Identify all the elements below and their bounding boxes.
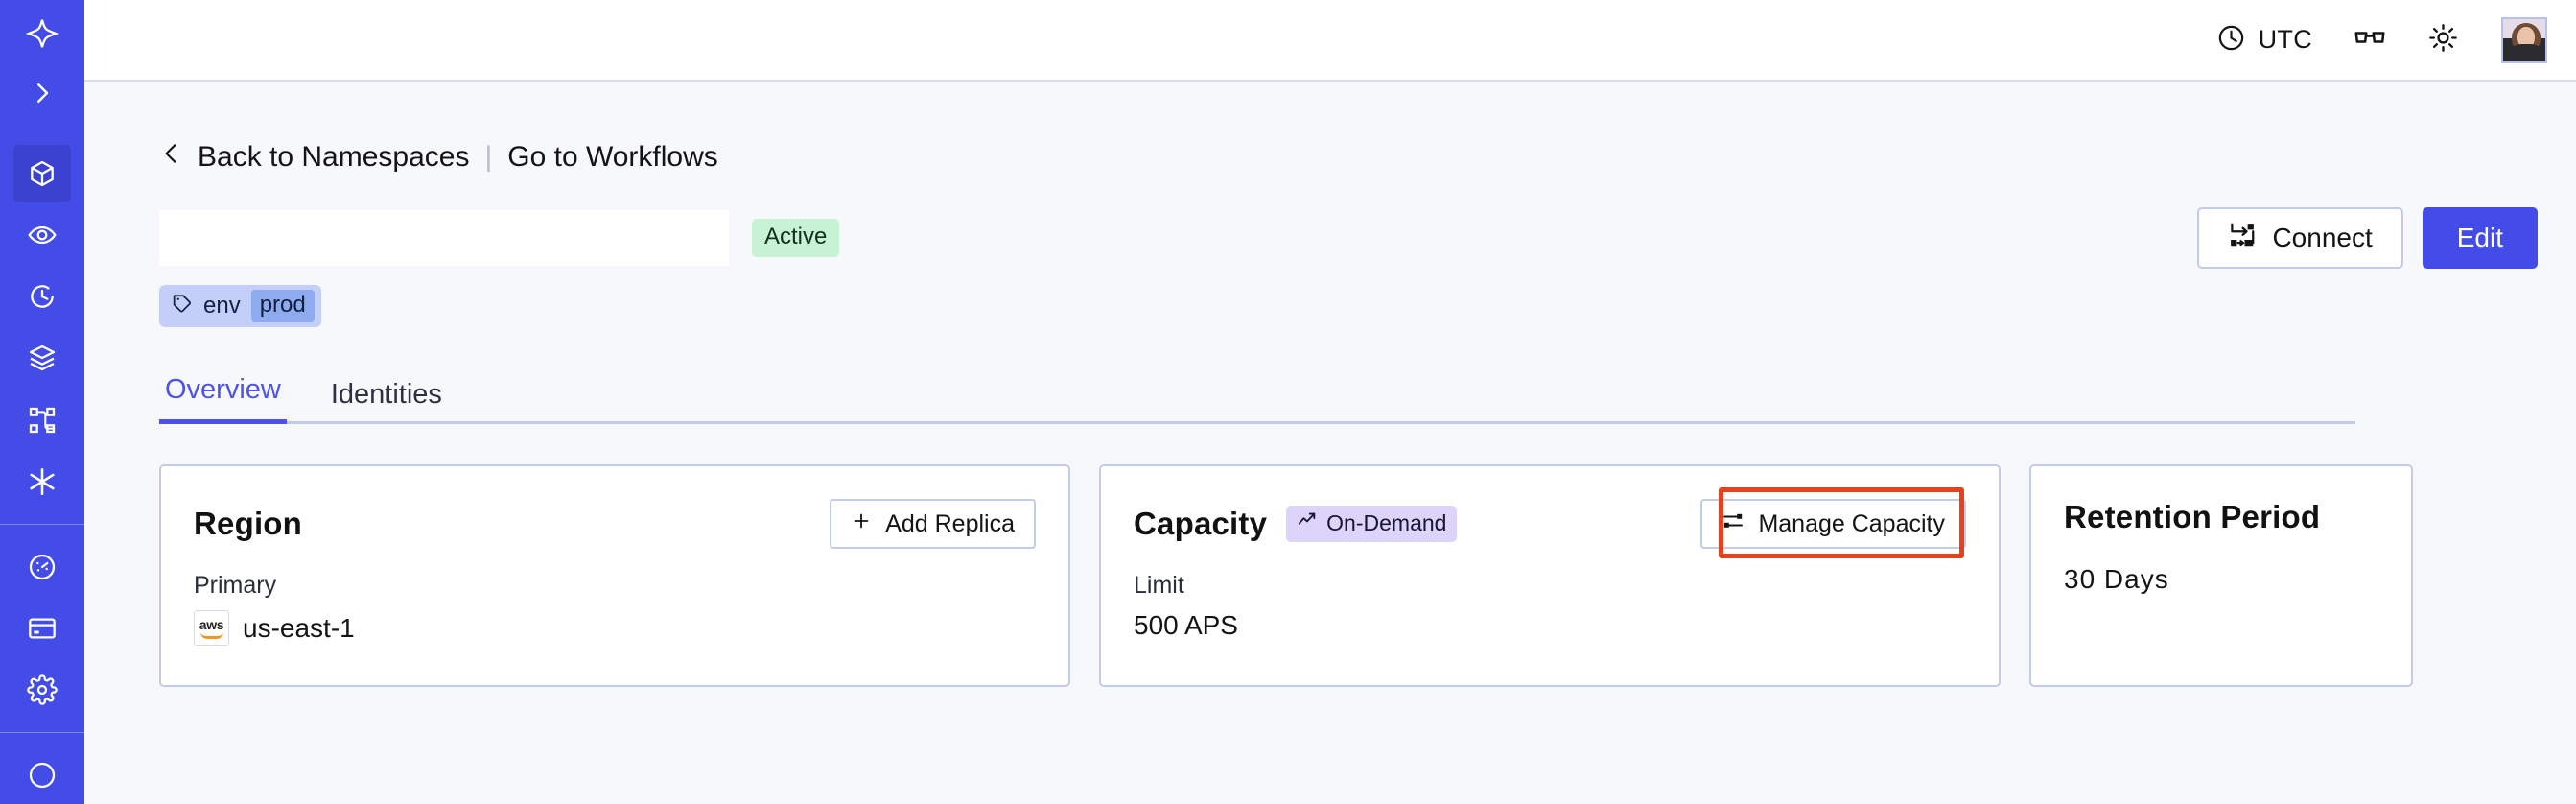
aws-logo-icon: aws: [194, 610, 229, 646]
avatar-face: [2517, 26, 2535, 49]
expand-nav-icon[interactable]: [13, 64, 71, 122]
trending-up-icon: [1297, 509, 1318, 536]
sidebar-item-schedules[interactable]: [13, 268, 71, 325]
theme-toggle-button[interactable]: [2427, 22, 2459, 59]
add-replica-button[interactable]: Add Replica: [830, 499, 1036, 549]
edit-button[interactable]: Edit: [2422, 207, 2538, 269]
breadcrumb-back-link[interactable]: Back to Namespaces: [198, 141, 470, 173]
on-demand-label: On-Demand: [1326, 509, 1447, 535]
tag-list: env prod: [159, 285, 2538, 327]
clock-icon: [2216, 23, 2246, 58]
status-badge: Active: [752, 219, 840, 257]
sidebar-item-settings[interactable]: [13, 661, 71, 719]
connect-button-label: Connect: [2272, 223, 2373, 252]
timezone-label: UTC: [2258, 25, 2312, 54]
reading-mode-button[interactable]: [2353, 20, 2387, 59]
breadcrumb-workflows-link[interactable]: Go to Workflows: [507, 141, 718, 173]
sidebar-item-observability[interactable]: [13, 206, 71, 264]
namespace-tag[interactable]: env prod: [159, 285, 321, 327]
region-card-header: Region Add Replica: [194, 499, 1036, 549]
sidebar-item-namespaces[interactable]: [13, 145, 71, 202]
retention-value: 30 Days: [2064, 564, 2169, 594]
edit-button-label: Edit: [2456, 223, 2503, 252]
on-demand-badge: On-Demand: [1286, 506, 1458, 542]
sidebar-divider-top: [0, 523, 84, 525]
add-replica-label: Add Replica: [885, 509, 1015, 537]
avatar-body: [2508, 43, 2544, 61]
capacity-card: Capacity On-Demand: [1099, 464, 2001, 687]
sidebar-item-billing[interactable]: [13, 600, 71, 657]
capacity-sublabel: Limit: [1134, 572, 1184, 599]
tag-key: env: [203, 293, 241, 319]
sidebar-item-layers[interactable]: [13, 329, 71, 387]
region-card: Region Add Replica Primary: [159, 464, 1070, 687]
breadcrumb-separator: |: [484, 141, 493, 173]
sidebar-item-usage[interactable]: [13, 538, 71, 596]
tag-icon: [172, 293, 193, 320]
sidebar-item-nexus[interactable]: [13, 453, 71, 510]
sun-icon: [2427, 22, 2459, 59]
page-content: Back to Namespaces | Go to Workflows Act…: [84, 82, 2576, 804]
retention-card-header: Retention Period: [2064, 499, 2378, 535]
capacity-value: 500 APS: [1134, 610, 1238, 640]
avatar[interactable]: [2501, 16, 2547, 63]
sidebar: [0, 0, 84, 804]
timezone-selector[interactable]: UTC: [2216, 23, 2312, 58]
glasses-icon: [2353, 20, 2387, 59]
page-title: [159, 210, 729, 266]
tab-bar: Overview Identities: [159, 371, 2355, 424]
connection-flow-icon: [2228, 221, 2257, 256]
manage-capacity-label: Manage Capacity: [1758, 509, 1945, 537]
capacity-card-header: Capacity On-Demand: [1134, 499, 1966, 549]
manage-capacity-button[interactable]: Manage Capacity: [1700, 499, 1966, 549]
temporal-logo-icon[interactable]: [13, 5, 71, 62]
retention-card: Retention Period 30 Days: [2029, 464, 2413, 687]
region-sublabel: Primary: [194, 572, 277, 599]
region-value: us-east-1: [243, 612, 355, 643]
namespace-title-row: Active: [159, 207, 2538, 269]
top-bar: UTC: [84, 0, 2576, 82]
main-area: UTC: [84, 0, 2576, 804]
overview-cards: Region Add Replica Primary: [159, 464, 2538, 687]
header-actions: Connect Edit: [2197, 207, 2538, 269]
sidebar-item-help[interactable]: [13, 746, 71, 804]
chevron-left-icon[interactable]: [159, 139, 184, 176]
connect-button[interactable]: Connect: [2197, 207, 2403, 269]
tab-identities[interactable]: Identities: [330, 379, 442, 410]
region-card-title: Region: [194, 506, 303, 541]
capacity-card-title: Capacity: [1134, 506, 1268, 541]
tab-overview[interactable]: Overview: [159, 374, 287, 424]
retention-card-title: Retention Period: [2064, 499, 2321, 534]
plus-icon: [851, 510, 872, 538]
sidebar-divider-bottom: [0, 731, 84, 733]
sidebar-item-workflows[interactable]: [13, 391, 71, 449]
sliders-icon: [1721, 509, 1745, 539]
breadcrumb: Back to Namespaces | Go to Workflows: [159, 139, 2538, 176]
region-value-row: aws us-east-1: [194, 610, 1036, 646]
tag-value: prod: [250, 290, 315, 322]
